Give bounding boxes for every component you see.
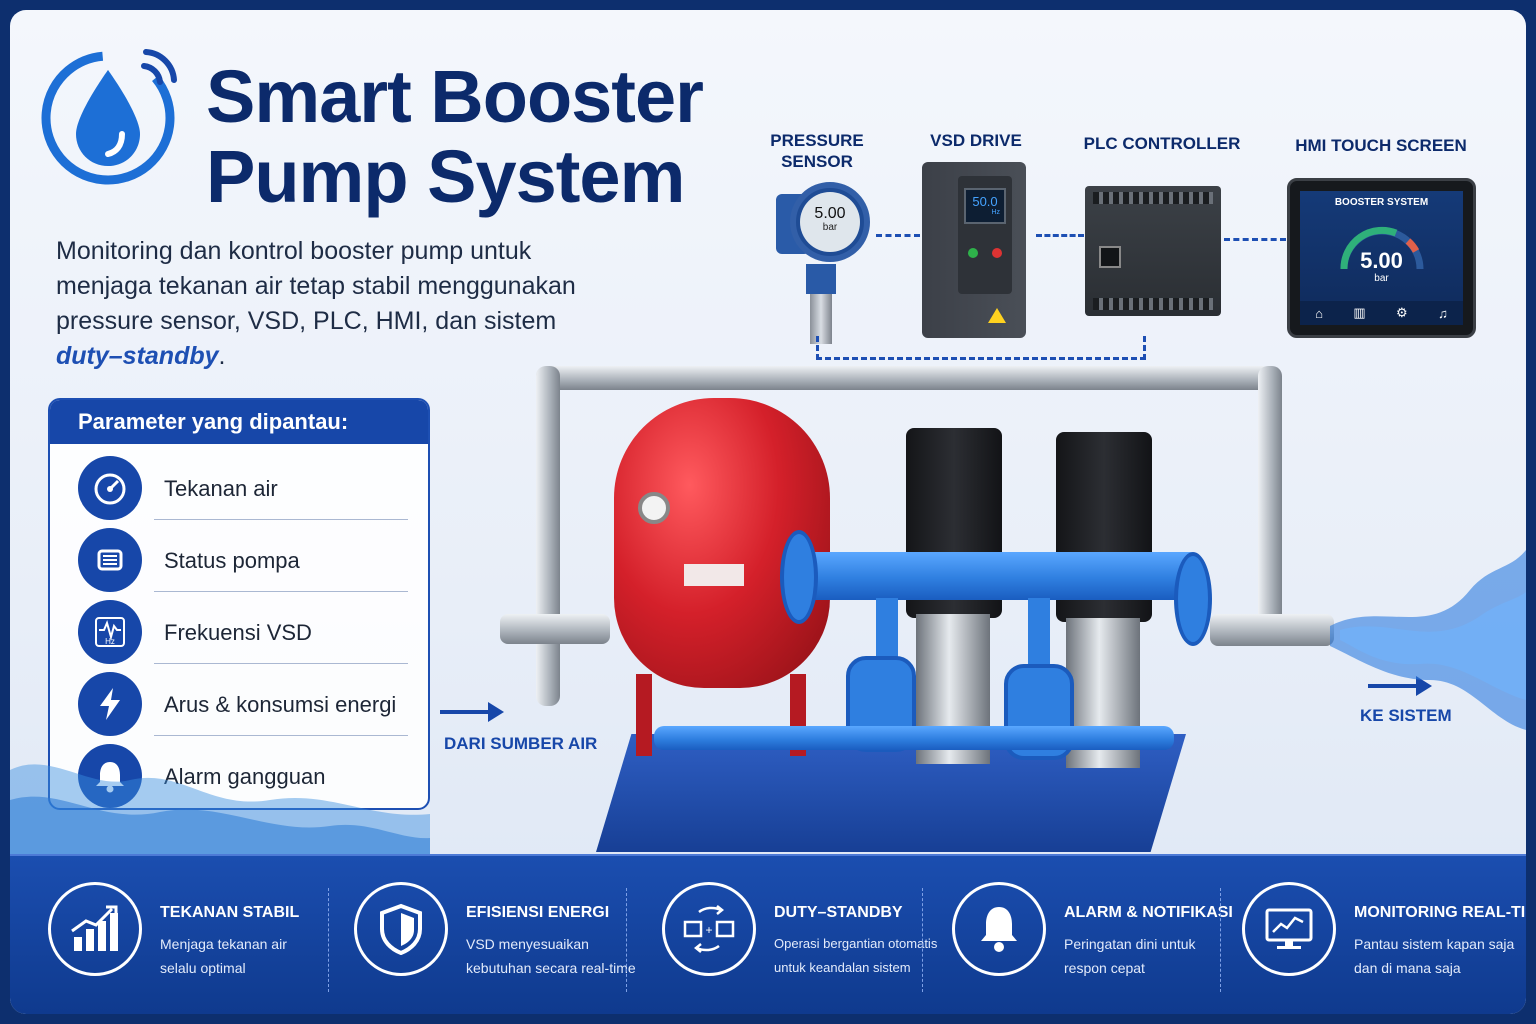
feature-duty-standby: + DUTY–STANDBY Operasi bergantian otomat… [624, 856, 937, 1014]
feature-title: DUTY–STANDBY [774, 904, 903, 921]
signal-line [1224, 238, 1286, 241]
frequency-icon: Hz [78, 600, 142, 664]
pressure-sensor: 5.00 bar [770, 182, 870, 347]
gear-icon[interactable]: ⚙ [1396, 305, 1408, 320]
vsd-unit: Hz [991, 209, 1000, 216]
chart-icon[interactable]: ▥ [1353, 305, 1366, 320]
parameter-label: Tekanan air [164, 476, 278, 501]
suction-manifold [654, 726, 1174, 750]
feature-title: EFISIENSI ENERGI [466, 904, 610, 921]
parameter-item-pump-status: Status pompa [50, 520, 428, 592]
water-drop-logo-icon [41, 49, 177, 185]
hmi-value: 5.00 [1360, 248, 1403, 273]
water-splash-right [1330, 550, 1526, 730]
lightning-icon [78, 672, 142, 736]
parameter-item-current-energy: Arus & konsumsi energi [50, 664, 428, 736]
parameter-label: Arus & konsumsi energi [164, 692, 397, 717]
tank-leg [636, 674, 652, 756]
inlet-elbow [500, 614, 610, 644]
bell-icon [952, 882, 1046, 976]
feature-realtime-monitoring: MONITORING REAL-TIME Pantau sistem kapan… [1204, 856, 1526, 1014]
outlet-pipe [1210, 614, 1334, 646]
motor-icon [78, 528, 142, 592]
discharge-pipe [536, 366, 1272, 390]
feature-alarm-notification: ALARM & NOTIFIKASI Peringatan dini untuk… [914, 856, 1233, 1014]
parameter-item-pressure: Tekanan air [50, 448, 428, 520]
monitor-icon [1242, 882, 1336, 976]
pressure-sensor-label: PRESSURE SENSOR [770, 131, 864, 171]
feature-title: ALARM & NOTIFIKASI [1064, 904, 1233, 921]
gauge-icon [78, 456, 142, 520]
pressure-sensor-unit: bar [822, 222, 838, 233]
infographic-frame: Smart Booster Pump System Monitoring dan… [10, 10, 1526, 1014]
parameters-heading: Parameter yang dipantau: [50, 400, 428, 444]
parameter-label: Alarm gangguan [164, 764, 326, 789]
shield-icon [354, 882, 448, 976]
parameter-label: Frekuensi VSD [164, 620, 312, 645]
bell-icon[interactable]: ♫ [1438, 305, 1448, 321]
hmi-screen-title: BOOSTER SYSTEM [1334, 197, 1429, 208]
water-splash-left [10, 764, 430, 860]
parameter-item-alarm: Alarm gangguan [50, 736, 428, 808]
manifold-flange [1174, 552, 1212, 646]
outlet-arrow-icon [1368, 676, 1432, 696]
growth-chart-icon [48, 882, 142, 976]
parameter-item-vsd-frequency: Hz Frekuensi VSD [50, 592, 428, 664]
feature-title: TEKANAN STABIL [160, 904, 300, 921]
outlet-label: KE SISTEM [1360, 706, 1452, 725]
manifold-riser [1028, 598, 1050, 672]
inlet-label: DARI SUMBER AIR [444, 734, 598, 753]
discharge-manifold [792, 552, 1200, 600]
signal-line [816, 336, 1146, 360]
pressure-sensor-value: 5.00 [814, 205, 846, 222]
bell-icon [78, 744, 142, 808]
vsd-value: 50.0 [972, 194, 998, 209]
duty-standby-emphasis: duty–standby [56, 342, 219, 370]
plc-controller-label: PLC CONTROLLER [1083, 134, 1241, 153]
manifold-flange [780, 530, 818, 624]
vsd-drive: 50.0 Hz [922, 162, 1026, 338]
hmi-touch-screen: BOOSTER SYSTEM 5.00 bar ⌂ ▥ ⚙ ♫ [1287, 178, 1476, 338]
page-title: Smart Booster Pump System [206, 55, 704, 218]
hmi-gauge [1340, 226, 1424, 270]
signal-line [1036, 234, 1084, 237]
feature-title: MONITORING REAL-TIME [1354, 904, 1526, 921]
inlet-arrow-icon [440, 702, 504, 722]
outlet-pipe-vertical [1258, 366, 1282, 628]
warning-icon [988, 308, 1006, 323]
plc-controller [1085, 186, 1221, 316]
home-icon[interactable]: ⌂ [1315, 305, 1324, 321]
hmi-touch-screen-label: HMI TOUCH SCREEN [1295, 136, 1467, 155]
tank-gauge-icon [638, 492, 670, 524]
inlet-pipe [536, 366, 560, 706]
hmi-unit: bar [1374, 273, 1389, 284]
manifold-riser [876, 598, 898, 672]
svg-text:Hz: Hz [105, 637, 115, 646]
signal-line [876, 234, 920, 237]
svg-text:+: + [705, 923, 712, 937]
subtitle-text: Monitoring dan kontrol booster pump untu… [56, 237, 576, 370]
vsd-drive-label: VSD DRIVE [930, 131, 1022, 150]
parameter-label: Status pompa [164, 548, 300, 573]
parameters-panel: Parameter yang dipantau: Tekanan air Sta… [48, 398, 430, 810]
cycle-pumps-icon: + [662, 882, 756, 976]
